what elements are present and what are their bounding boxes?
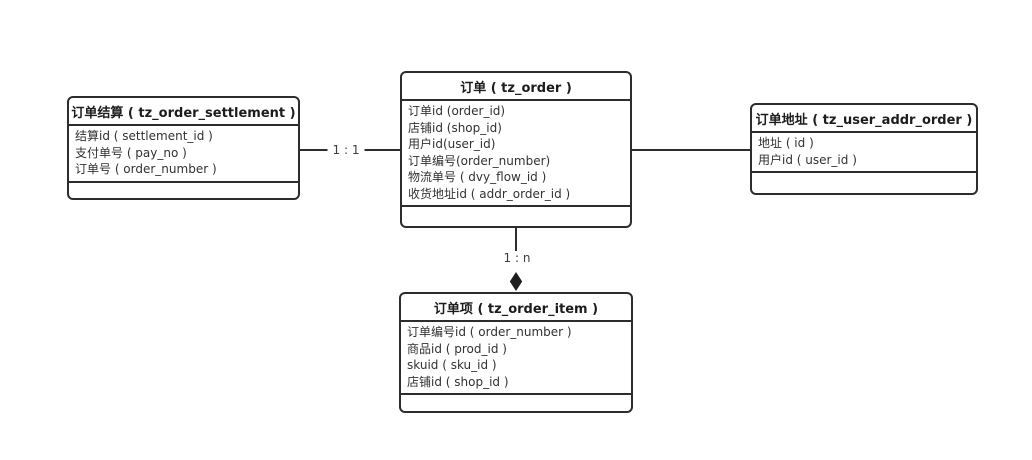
entity-order-footer [402, 207, 630, 226]
field-prod-id: 商品id ( prod_id ) [407, 341, 507, 356]
entity-order-item[interactable]: 订单项 ( tz_order_item ) 订单编号id ( order_num… [399, 292, 633, 413]
field-dvy-flow-id: 物流单号 ( dvy_flow_id ) [408, 170, 547, 184]
entity-order-item-footer [401, 395, 631, 411]
entity-user-addr-order-fields: 地址 ( id ) 用户id ( user_id ) [752, 133, 976, 173]
field-item-order-number: 订单编号id ( order_number ) [407, 325, 572, 339]
field-addr-order-id: 收货地址id ( addr_order_id ) [408, 186, 571, 201]
field-pay-no: 支付单号 ( pay_no ) [75, 145, 187, 160]
field-order-id: 订单id (order_id) [408, 104, 506, 118]
relation-order-item-line[interactable] [515, 228, 517, 252]
field-item-shop-id: 店铺id ( shop_id ) [407, 374, 509, 389]
entity-order-title: 订单 ( tz_order ) [402, 73, 630, 101]
field-user-id: 用户id(user_id) [408, 137, 496, 151]
entity-order[interactable]: 订单 ( tz_order ) 订单id (order_id) 店铺id (sh… [400, 71, 632, 228]
diamond-arrow-icon [509, 272, 523, 291]
relation-settlement-order-label: 1 : 1 [327, 143, 365, 157]
field-order-number: 订单号 ( order_number ) [75, 162, 217, 176]
field-addr-id: 地址 ( id ) [758, 136, 814, 150]
relation-order-item-label: 1 : n [498, 251, 536, 265]
field-sku-id: skuid ( sku_id ) [407, 358, 497, 372]
entity-order-fields: 订单id (order_id) 店铺id (shop_id) 用户id(user… [402, 101, 630, 207]
field-settlement-id: 结算id ( settlement_id ) [75, 129, 213, 143]
entity-order-settlement-title: 订单结算 ( tz_order_settlement ) [69, 98, 298, 126]
relation-order-address-line[interactable] [632, 149, 750, 151]
entity-user-addr-order[interactable]: 订单地址 ( tz_user_addr_order ) 地址 ( id ) 用户… [750, 103, 978, 195]
entity-order-item-fields: 订单编号id ( order_number ) 商品id ( prod_id )… [401, 322, 631, 395]
entity-user-addr-order-footer [752, 173, 976, 193]
field-order-number: 订单编号(order_number) [408, 153, 551, 168]
field-addr-user-id: 用户id ( user_id ) [758, 152, 857, 167]
entity-order-settlement-footer [69, 183, 298, 199]
entity-order-item-title: 订单项 ( tz_order_item ) [401, 294, 631, 322]
entity-order-settlement-fields: 结算id ( settlement_id ) 支付单号 ( pay_no ) 订… [69, 126, 298, 183]
field-shop-id: 店铺id (shop_id) [408, 120, 502, 135]
entity-user-addr-order-title: 订单地址 ( tz_user_addr_order ) [752, 105, 976, 133]
entity-order-settlement[interactable]: 订单结算 ( tz_order_settlement ) 结算id ( sett… [67, 96, 300, 200]
